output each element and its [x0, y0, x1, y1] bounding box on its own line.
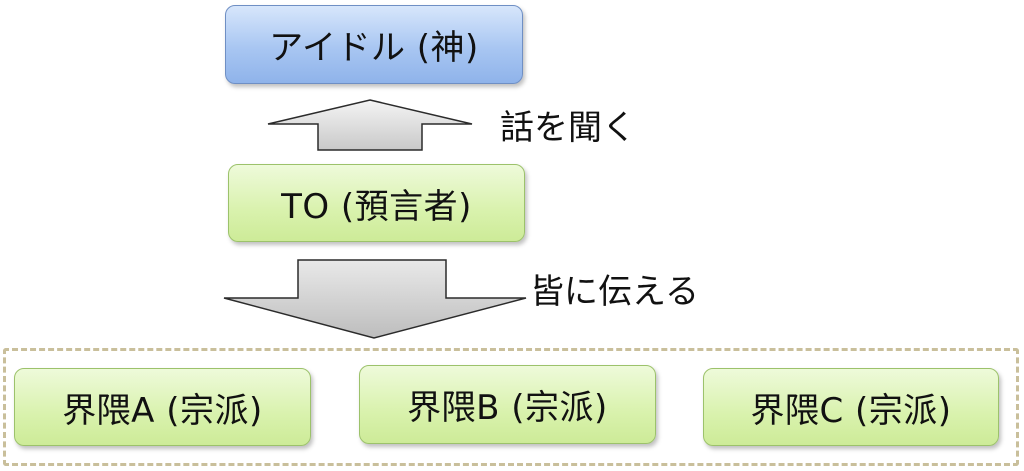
idol-node: アイドル (神) [225, 5, 523, 84]
community-a-node: 界隈A (宗派) [14, 368, 311, 446]
community-c-label: 界隈C (宗派) [750, 390, 952, 431]
communities-group [3, 348, 1019, 466]
down-arrow [223, 259, 527, 339]
community-c-node: 界隈C (宗派) [703, 368, 999, 446]
community-b-label: 界隈B (宗派) [407, 388, 608, 428]
up-arrow [267, 99, 473, 151]
down-arrow-label: 皆に伝える [530, 272, 699, 312]
up-arrow-label: 話を聞く [500, 108, 636, 148]
idol-node-label: アイドル (神) [269, 28, 479, 68]
community-a-label: 界隈A (宗派) [62, 390, 263, 431]
to-node-label: TO (預言者) [281, 186, 472, 227]
community-b-node: 界隈B (宗派) [359, 365, 656, 444]
to-node: TO (預言者) [228, 164, 525, 242]
